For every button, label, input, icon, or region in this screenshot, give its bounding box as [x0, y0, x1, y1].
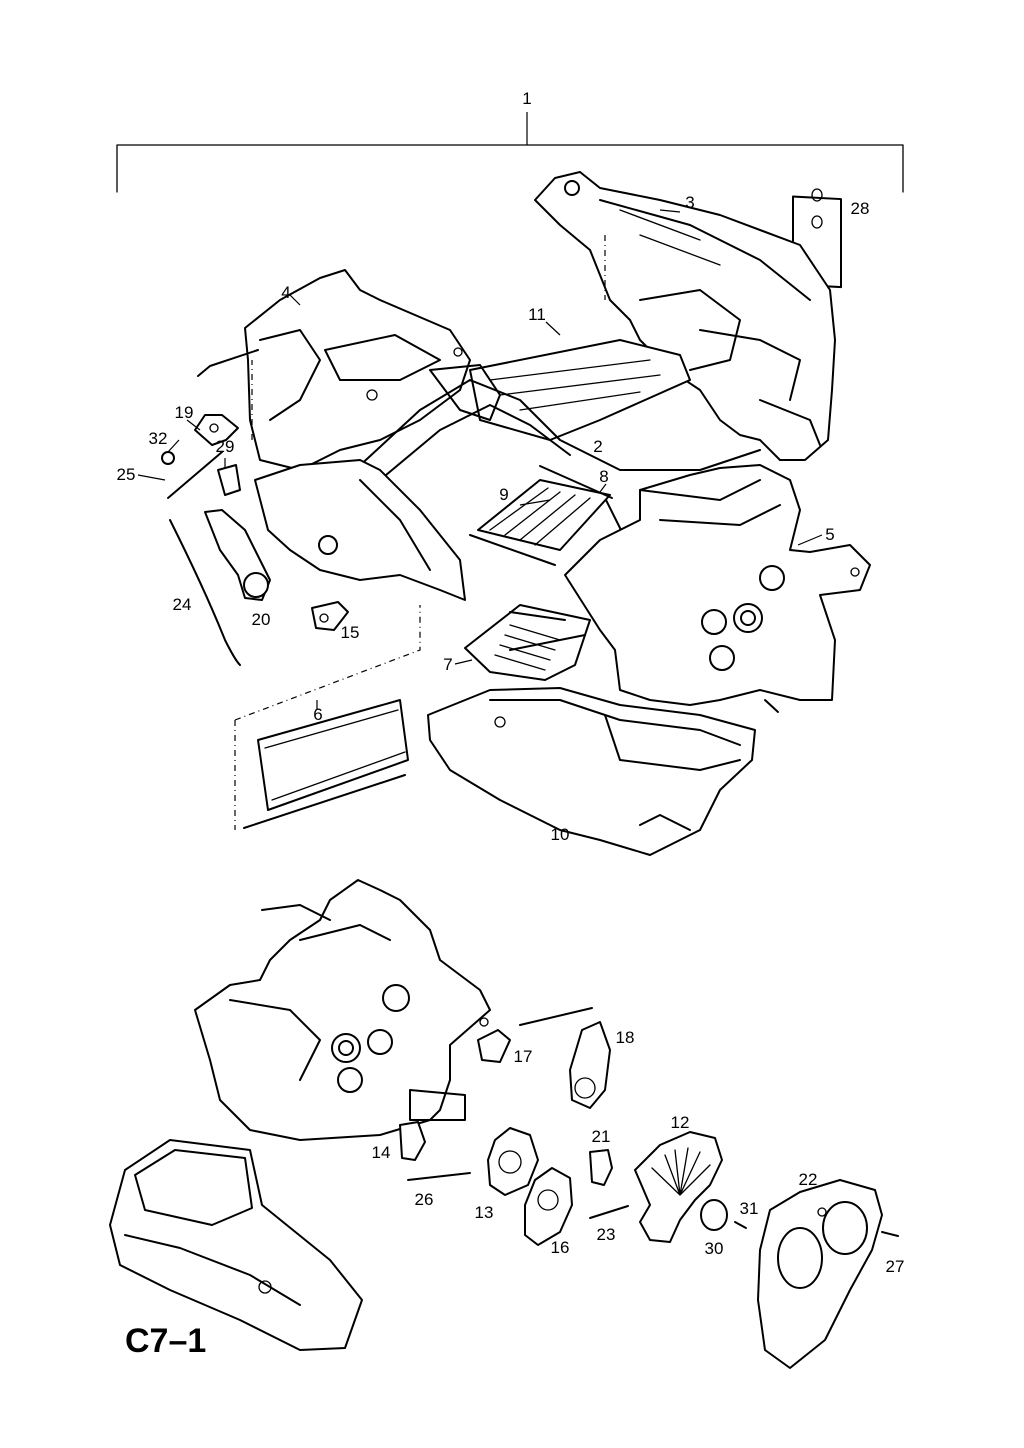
callout-leaders: [137, 209, 823, 710]
callout-10: 10: [551, 825, 570, 844]
small-parts-left: [161, 349, 779, 713]
callout-15: 15: [341, 623, 360, 642]
lower-outlet-duct: [109, 1139, 363, 1351]
callout-17: 17: [514, 1047, 533, 1066]
part-5-right-housing: [564, 464, 871, 706]
lower-housing-detail: [194, 879, 491, 1141]
callout-3: 3: [685, 193, 694, 212]
callout-8: 8: [599, 467, 608, 486]
callout-9: 9: [499, 485, 508, 504]
left-lower-housing: [254, 459, 466, 601]
callout-7: 7: [443, 655, 452, 674]
callout-26: 26: [415, 1190, 434, 1209]
callout-6: 6: [313, 705, 322, 724]
callout-1: 1: [522, 89, 531, 108]
callout-14: 14: [372, 1143, 391, 1162]
part-4-left-housing: [244, 269, 471, 471]
callout-11: 11: [528, 305, 546, 324]
part-11-flap: [469, 339, 691, 441]
diagram-code: C7–1: [125, 1322, 206, 1360]
callout-12: 12: [671, 1113, 690, 1132]
callout-32: 32: [149, 429, 168, 448]
part-2-frame: [354, 364, 761, 481]
callout-31: 31: [740, 1199, 759, 1218]
callout-25: 25: [117, 465, 136, 484]
callout-labels: 1 2 3 4 5 6 7 8 9 10 11 12 13 14 15 16 1…: [117, 89, 905, 1276]
callout-13: 13: [475, 1203, 494, 1222]
callout-27: 27: [886, 1257, 905, 1276]
callout-20: 20: [252, 610, 271, 629]
callout-28: 28: [851, 199, 870, 218]
part-10-bottom-duct: [427, 687, 756, 856]
part-9-filter: [469, 479, 611, 566]
part-7-vent: [464, 604, 591, 681]
callout-18: 18: [616, 1028, 635, 1047]
callout-21: 21: [592, 1127, 611, 1146]
assembly-bracket: [116, 112, 904, 193]
part-3-upper-duct: [534, 171, 836, 461]
part-6-panel: [243, 699, 409, 829]
callout-5: 5: [825, 525, 834, 544]
callout-16: 16: [551, 1238, 570, 1257]
callout-22: 22: [799, 1170, 818, 1189]
callout-19: 19: [175, 403, 194, 422]
callout-29: 29: [216, 437, 235, 456]
callout-23: 23: [597, 1225, 616, 1244]
callout-2: 2: [593, 437, 602, 456]
assembly-lines: [234, 235, 606, 830]
callout-24: 24: [173, 595, 192, 614]
callout-4: 4: [281, 283, 290, 302]
small-parts-lower: [399, 1007, 899, 1369]
callout-30: 30: [705, 1239, 724, 1258]
